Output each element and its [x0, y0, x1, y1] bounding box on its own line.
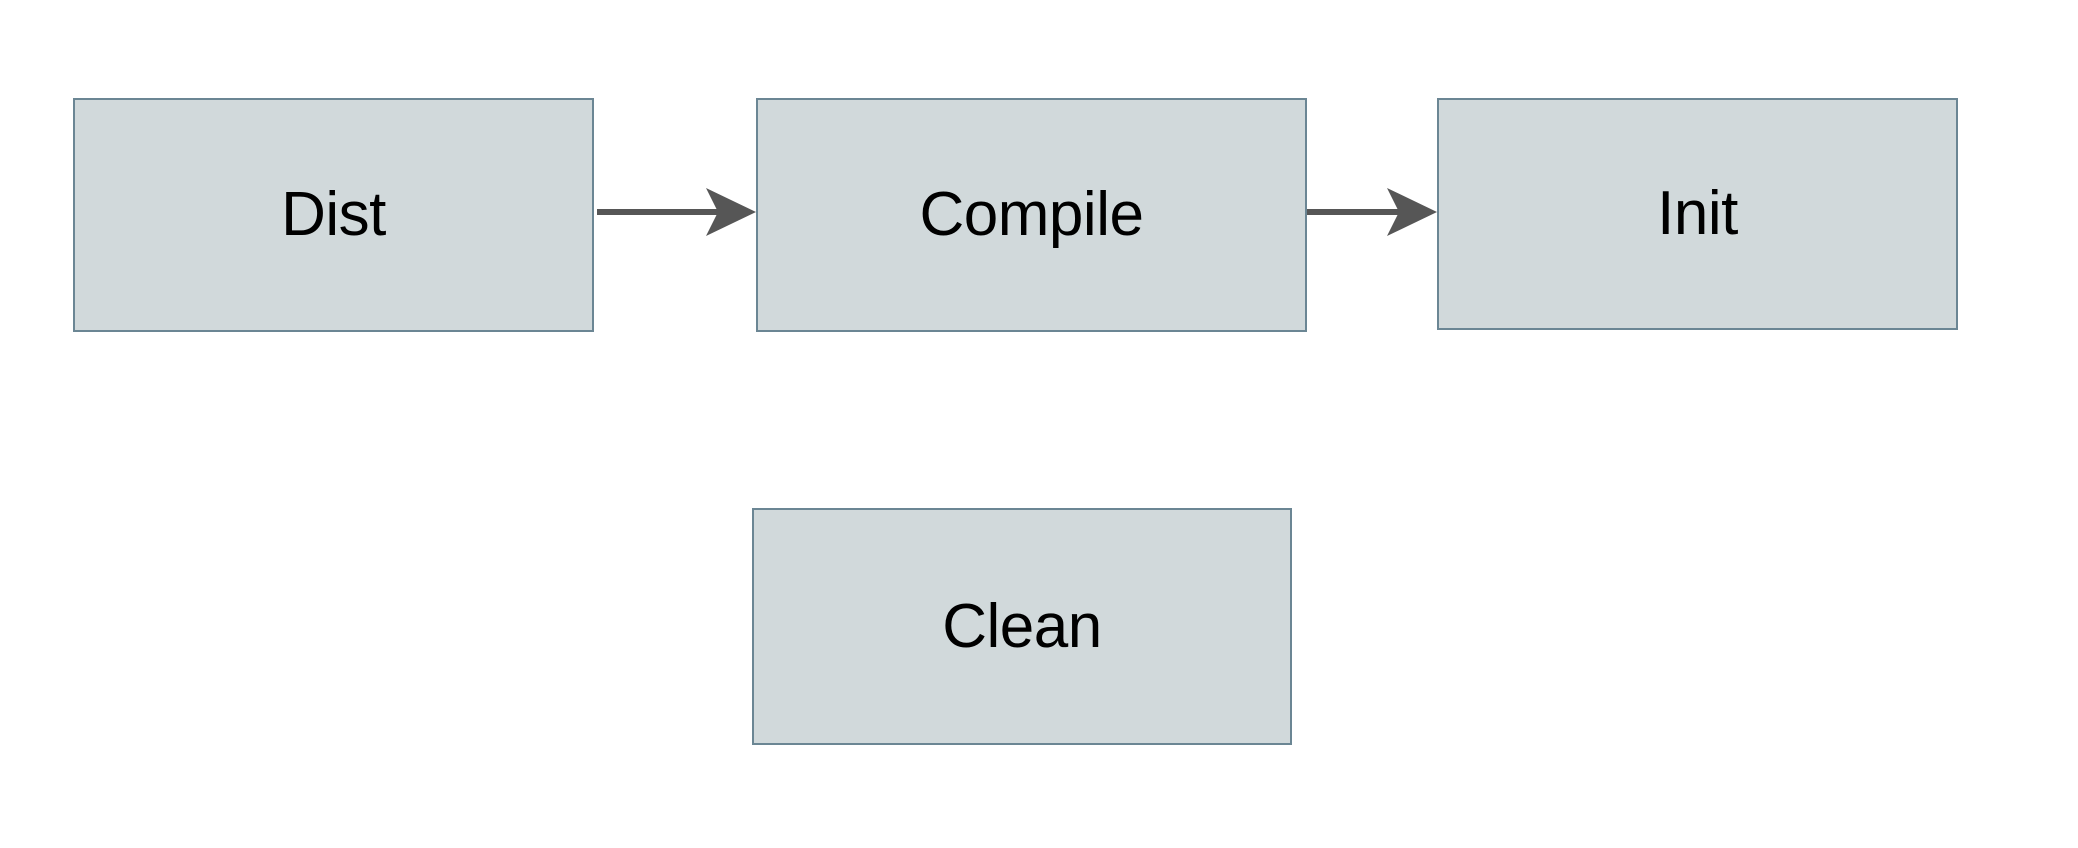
node-clean-label: Clean [942, 591, 1102, 661]
edge-dist-to-compile [597, 188, 756, 236]
node-init[interactable]: Init [1437, 98, 1958, 330]
node-init-label: Init [1657, 179, 1738, 248]
edge-compile-to-init [1307, 188, 1437, 236]
node-compile[interactable]: Compile [756, 98, 1307, 332]
node-clean[interactable]: Clean [752, 508, 1292, 745]
node-dist[interactable]: Dist [73, 98, 594, 332]
node-compile-label: Compile [919, 180, 1144, 249]
node-dist-label: Dist [281, 180, 386, 249]
